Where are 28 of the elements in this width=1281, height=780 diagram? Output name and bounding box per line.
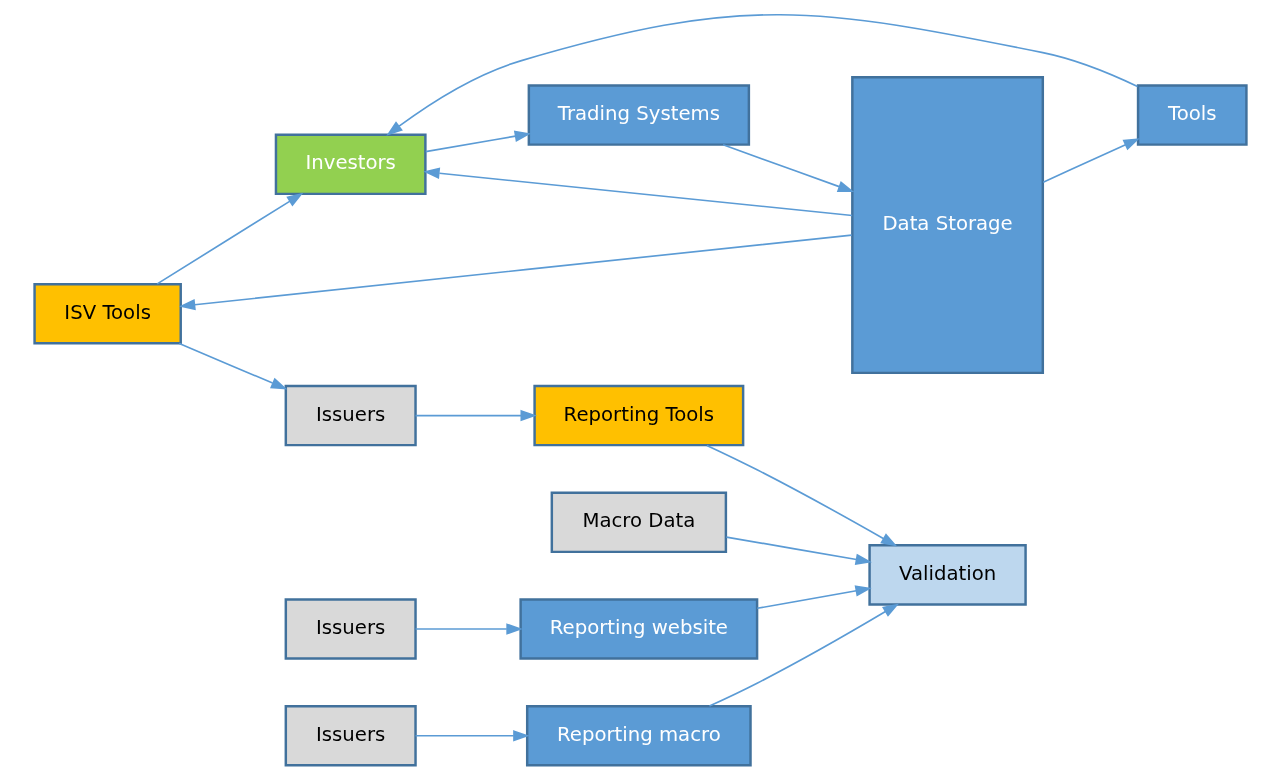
arrow — [414, 409, 537, 422]
arrow — [414, 730, 530, 742]
node-box: Investors — [274, 133, 427, 196]
arrow — [722, 144, 855, 193]
node-box: Data Storage — [851, 76, 1045, 375]
node-box: Issuers — [284, 384, 417, 447]
node-box: Macro Data — [550, 491, 728, 554]
arrow — [725, 536, 872, 565]
arrow — [178, 234, 853, 311]
node-box: Validation — [868, 544, 1027, 606]
arrow — [1042, 138, 1140, 184]
node-box: Reporting Tools — [533, 384, 745, 447]
arrow — [156, 192, 304, 285]
arrow — [414, 623, 523, 635]
node-box: Reporting website — [519, 598, 759, 660]
node-box: Trading Systems — [527, 84, 751, 146]
node-box: ISV Tools — [33, 282, 182, 345]
node-box: Reporting macro — [525, 705, 752, 767]
node-box: Issuers — [284, 598, 417, 660]
arrow — [424, 130, 532, 153]
arrow — [423, 167, 854, 217]
arrow — [706, 444, 898, 547]
node-box: Tools — [1136, 84, 1248, 146]
arrow — [708, 603, 900, 707]
node-box: Issuers — [284, 705, 417, 767]
arrow — [386, 13, 1139, 136]
arrow — [178, 342, 288, 390]
arrow — [756, 585, 872, 610]
